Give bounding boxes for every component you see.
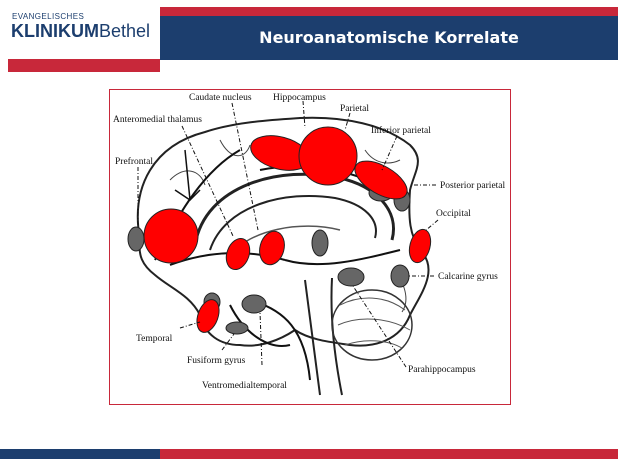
region-red-prefrontal: [144, 209, 198, 263]
region-gray-fusiform: [226, 322, 248, 334]
label-ventromedialtemporal: Ventromedialtemporal: [202, 381, 287, 391]
label-hippocampus: Hippocampus: [273, 93, 326, 103]
label-inferior-parietal: Inferior parietal: [371, 125, 431, 136]
label-parahippocampus: Parahippocampus: [408, 365, 476, 375]
region-gray-hippocampus: [312, 230, 328, 256]
region-red-parietal: [299, 127, 357, 185]
logo: KLINIKUMBethel: [11, 21, 150, 42]
footer-blue-stripe: [0, 449, 160, 459]
slide-title: Neuroanatomische Korrelate: [160, 16, 618, 60]
brain-figure: Caudate nucleus Hippocampus Parietal Ant…: [109, 89, 511, 405]
region-gray-parahippocampus: [338, 268, 364, 286]
region-gray-ventromedial-a: [242, 295, 266, 313]
header-top-stripe: [160, 7, 618, 16]
footer-red-stripe: [160, 449, 618, 459]
label-parietal: Parietal: [340, 104, 369, 114]
region-red-occipital: [406, 227, 434, 265]
label-occipital: Occipital: [436, 209, 471, 219]
logo-underline-stripe: [8, 59, 160, 72]
logo-bold-text: KLINIKUM: [11, 21, 99, 41]
label-fusiform-gyrus: Fusiform gyrus: [187, 355, 246, 366]
label-calcarine-gyrus: Calcarine gyrus: [438, 272, 498, 282]
region-red-thalamus: [222, 235, 254, 273]
region-gray-prefrontal: [128, 227, 144, 251]
logo-light-text: Bethel: [99, 21, 150, 41]
label-prefrontal: Prefrontal: [115, 156, 153, 167]
label-caudate-nucleus: Caudate nucleus: [189, 93, 252, 103]
brain-diagram: Caudate nucleus Hippocampus Parietal Ant…: [110, 90, 510, 404]
logo-caption: EVANGELISCHES: [12, 12, 84, 21]
region-gray-calcarine: [391, 265, 409, 287]
label-posterior-parietal: Posterior parietal: [440, 181, 506, 191]
label-anteromedial-thalamus: Anteromedial thalamus: [113, 115, 202, 125]
label-temporal: Temporal: [136, 334, 173, 344]
